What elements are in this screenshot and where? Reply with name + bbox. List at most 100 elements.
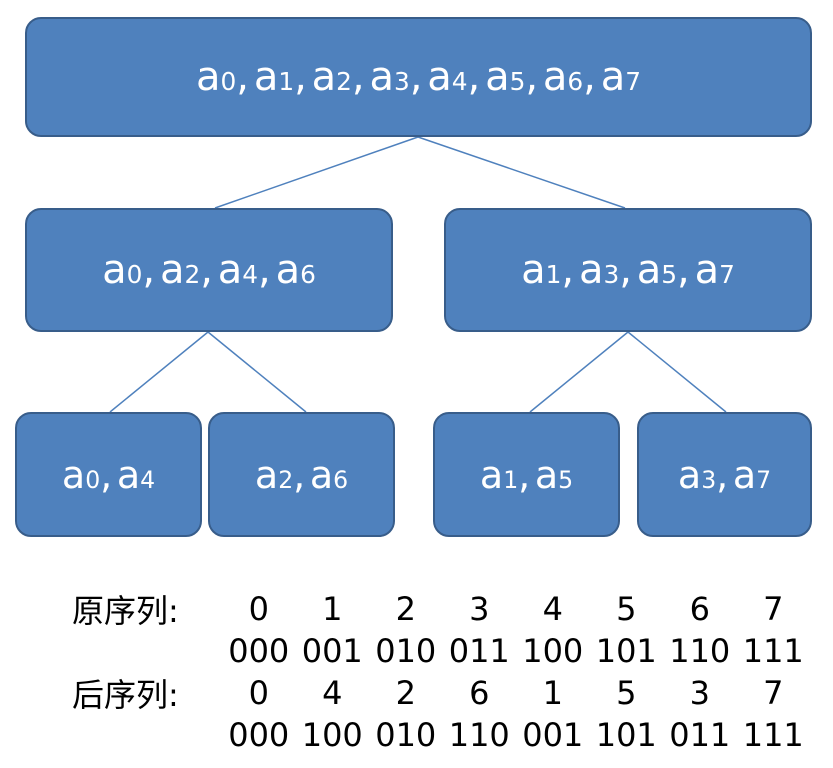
- term-separator: ,: [100, 452, 113, 497]
- term-base: a: [677, 452, 702, 497]
- term-base: a: [521, 247, 546, 293]
- index-mapping-table: 原序列: 0 1 2 3 4 5 6 7 000 001 010 011 100…: [72, 588, 812, 756]
- term-base: a: [253, 54, 279, 100]
- connector-right-right: [627, 331, 727, 413]
- reordered-binary-cell: 011: [669, 716, 731, 754]
- original-binary-cell: 011: [448, 632, 510, 670]
- term-base: a: [275, 247, 301, 293]
- term-separator: ,: [518, 452, 531, 497]
- term-base: a: [694, 247, 720, 293]
- term-base: a: [600, 54, 626, 100]
- original-decimal-cell: 4: [542, 590, 563, 628]
- term-separator: ,: [294, 54, 307, 100]
- original-binary-row: 000 001 010 011 100 101 110 111: [72, 630, 812, 672]
- reordered-decimal-cell: 1: [542, 674, 563, 712]
- term-separator: ,: [467, 54, 481, 100]
- original-decimal-cell: 0: [248, 590, 269, 628]
- term-base: a: [534, 452, 559, 497]
- term-base: a: [427, 54, 452, 100]
- connector-left-right: [207, 331, 307, 413]
- term-base: a: [732, 452, 757, 497]
- term-separator: ,: [351, 54, 365, 100]
- original-sequence-label: 原序列:: [72, 592, 179, 630]
- connector-right-left: [529, 331, 629, 413]
- term-base: a: [578, 247, 604, 293]
- term-base: a: [479, 452, 504, 497]
- term-separator: ,: [716, 452, 729, 497]
- term-base: a: [196, 54, 221, 100]
- term-base: a: [485, 54, 510, 100]
- term-separator: ,: [583, 54, 596, 100]
- connector-root-left: [214, 136, 419, 209]
- original-decimal-cell: 1: [322, 590, 343, 628]
- reordered-decimal-row: 后序列: 0 4 2 6 1 5 3 7: [72, 672, 812, 714]
- original-decimal-cell: 3: [469, 590, 490, 628]
- term-base: a: [159, 247, 185, 293]
- original-decimal-cell: 6: [689, 590, 710, 628]
- term-base: a: [311, 54, 337, 100]
- original-binary-cell: 111: [742, 632, 804, 670]
- term-base: a: [254, 452, 279, 497]
- term-separator: ,: [293, 452, 306, 497]
- reordered-binary-cell: 110: [448, 716, 510, 754]
- term-base: a: [217, 247, 243, 293]
- reordered-decimal-cell: 4: [322, 674, 343, 712]
- original-binary-cell: 001: [301, 632, 363, 670]
- reordered-binary-cell: 010: [375, 716, 437, 754]
- reordered-decimal-cell: 7: [763, 674, 784, 712]
- term-separator: ,: [142, 247, 156, 293]
- original-decimal-cell: 7: [763, 590, 784, 628]
- reordered-binary-cell: 100: [301, 716, 363, 754]
- reordered-decimal-cell: 2: [395, 674, 416, 712]
- term-separator: ,: [236, 54, 250, 100]
- term-separator: ,: [525, 54, 539, 100]
- reordered-decimal-cell: 6: [469, 674, 490, 712]
- term-separator: ,: [258, 247, 271, 293]
- reordered-decimal-cell: 3: [689, 674, 710, 712]
- original-binary-cell: 000: [228, 632, 290, 670]
- term-separator: ,: [200, 247, 213, 293]
- term-separator: ,: [561, 247, 575, 293]
- reordered-sequence-label: 后序列:: [72, 676, 179, 714]
- connector-root-right: [417, 136, 626, 209]
- reordered-binary-cell: 000: [228, 716, 290, 754]
- term-base: a: [542, 54, 568, 100]
- term-base: a: [309, 452, 334, 497]
- original-binary-cell: 101: [595, 632, 657, 670]
- original-decimal-cell: 5: [616, 590, 637, 628]
- connector-left-left: [109, 331, 209, 413]
- term-base: a: [102, 247, 127, 293]
